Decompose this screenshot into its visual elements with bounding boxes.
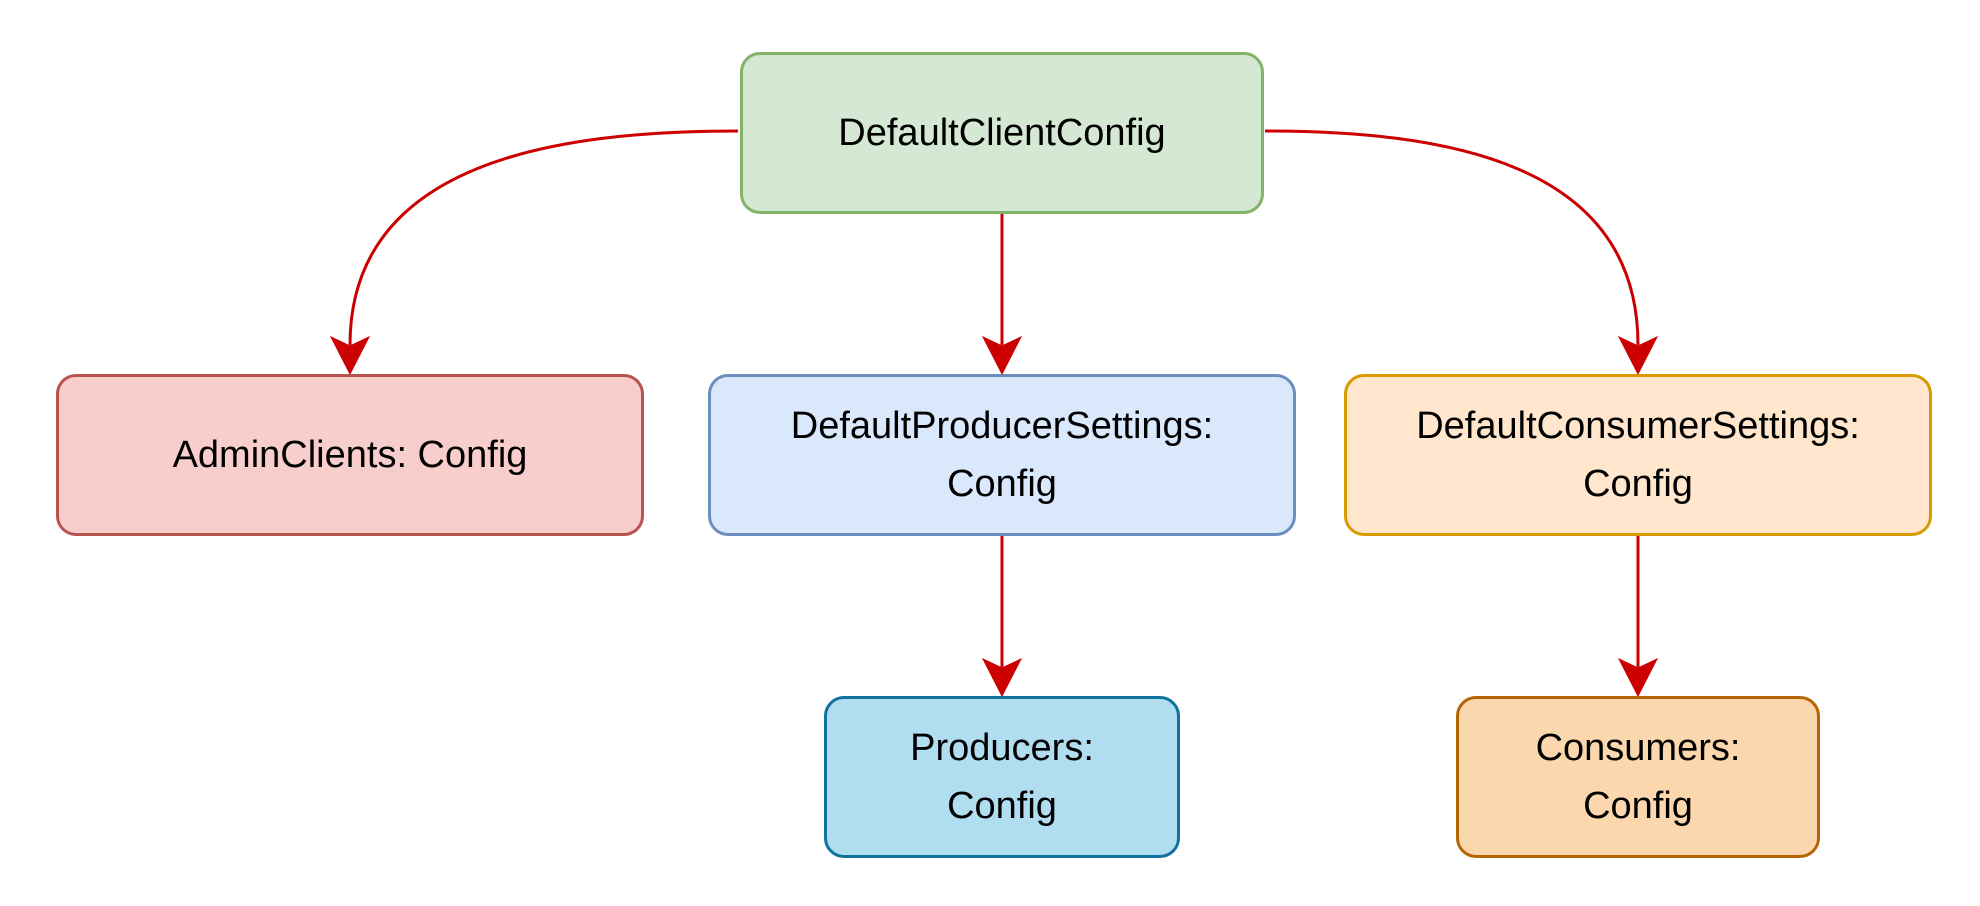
- edge-root-to-consumer-settings: [1264, 129, 1640, 346]
- node-default-client-config[interactable]: DefaultClientConfig: [740, 52, 1264, 214]
- edge-root-to-admin: [348, 129, 739, 346]
- node-default-consumer-settings[interactable]: DefaultConsumerSettings: Config: [1344, 374, 1932, 536]
- node-label: Producers: Config: [910, 727, 1094, 827]
- arrowhead-admin: [329, 335, 371, 376]
- node-producers[interactable]: Producers: Config: [824, 696, 1180, 858]
- node-label: AdminClients: Config: [172, 434, 528, 476]
- arrowhead-consumer-settings: [1617, 335, 1659, 376]
- node-label: Consumers: Config: [1535, 727, 1741, 827]
- node-consumers[interactable]: Consumers: Config: [1456, 696, 1820, 858]
- arrowhead-consumers: [1617, 657, 1659, 698]
- arrowhead-producer-settings: [981, 335, 1023, 376]
- node-admin-clients[interactable]: AdminClients: Config: [56, 374, 644, 536]
- arrowhead-producers: [981, 657, 1023, 698]
- node-label: DefaultProducerSettings: Config: [790, 405, 1214, 505]
- node-default-producer-settings[interactable]: DefaultProducerSettings: Config: [708, 374, 1296, 536]
- node-label: DefaultConsumerSettings: Config: [1416, 405, 1860, 505]
- node-label: DefaultClientConfig: [838, 112, 1166, 154]
